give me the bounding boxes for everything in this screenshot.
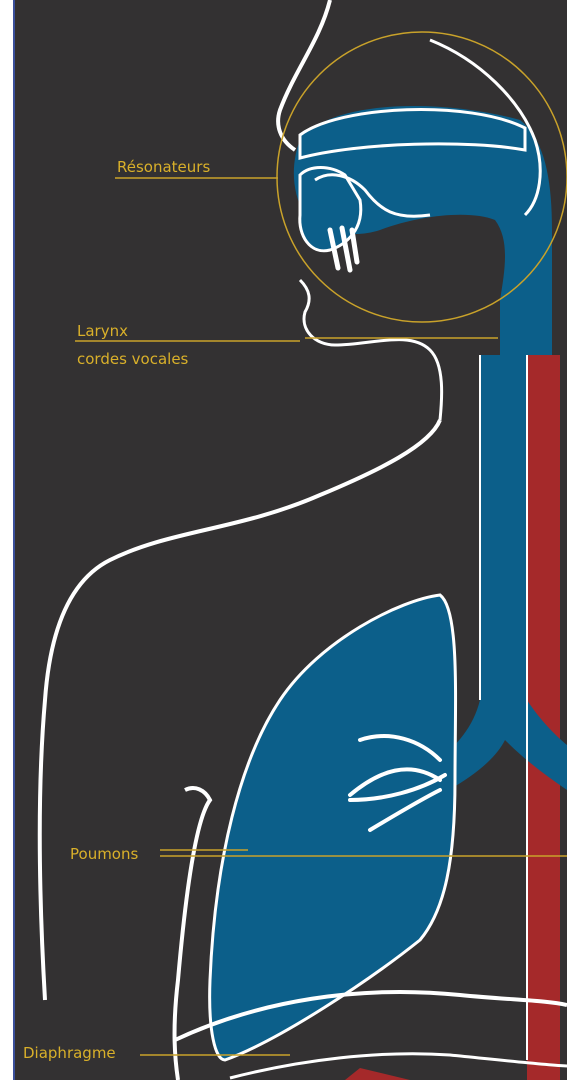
label-cordes-vocales: cordes vocales [77,350,188,368]
face-profile [300,280,442,420]
lung [210,595,456,1060]
label-larynx: Larynx [77,322,128,340]
diaphragm-lower [230,1054,567,1078]
label-poumons: Poumons [70,845,138,863]
label-resonateurs: Résonateurs [117,158,210,176]
label-diaphragme: Diaphragme [23,1044,116,1062]
esophagus-bottom [345,1068,410,1080]
